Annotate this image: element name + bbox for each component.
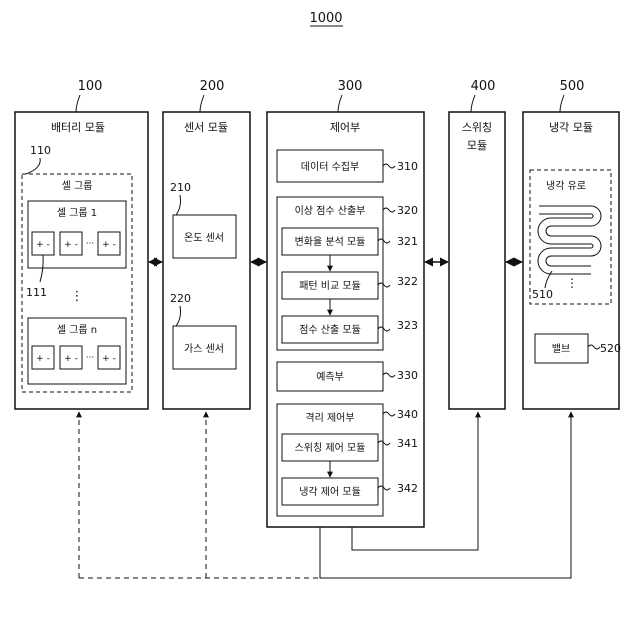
gas-sensor-label: 가스 센서 [184,343,224,355]
cell-terminals: + - [102,240,116,250]
isolation-control-leader [382,411,396,417]
sensor-module-box [162,111,251,410]
cooling-channel-box [529,169,612,305]
cooling-channel-tube [537,205,602,275]
temperature-sensor-box [172,214,237,259]
gas-sensor-ref: 220 [170,292,191,305]
cell-terminals: + - [64,240,78,250]
switching-module-box [448,111,506,410]
score-calc-ref: 323 [397,319,418,332]
cell-groups-ellipsis: ⋮ [71,289,84,304]
cooling-control-leader [377,485,391,491]
anomaly-score-label: 이상 점수 산출부 [295,205,366,217]
isolation-control-box [276,403,384,517]
cell-group-1-title: 셀 그룹 1 [57,207,97,219]
gas-sensor-leader [175,305,181,327]
battery-module-title: 배터리 모듈 [51,121,105,134]
control-to-switching-line [351,411,481,551]
cell [97,231,121,256]
switching-module-title-line2: 모듈 [467,139,487,152]
cell-terminals: + - [102,354,116,364]
switching-control-leader [377,440,391,446]
data-collection-ref: 310 [397,160,418,173]
cooling-channel-ellipsis: ⋮ [566,276,578,290]
control-unit-ref: 300 [338,79,363,94]
pattern-compare-label: 패턴 비교 모듈 [299,280,361,292]
cell-group-1-box [27,200,127,269]
score-calc-box [281,315,379,344]
anomaly-score-box [276,196,384,351]
pattern-compare-leader [377,282,391,288]
switching-control-ref: 341 [397,437,418,450]
sensor-module-title: 센서 모듈 [184,121,228,134]
cell [59,231,83,256]
rate-analysis-leader [377,238,391,244]
isolation-control-label: 격리 제어부 [305,411,354,424]
data-collection-leader [382,163,396,169]
isolation-control-ref: 340 [397,408,418,421]
sensor-module-leader [199,94,205,113]
cooling-control-ref: 342 [397,482,418,495]
cell-ellipsis: ··· [86,239,95,249]
valve-label: 밸브 [552,343,570,355]
sensor-module-ref: 200 [200,79,225,94]
anomaly-score-leader [382,207,396,213]
cooling-control-box [281,477,379,506]
prediction-box [276,361,384,392]
cell-ellipsis: ··· [86,353,95,363]
cell [31,345,55,370]
score-calc-leader [377,326,391,332]
switching-module-ref: 400 [471,79,496,94]
prediction-ref: 330 [397,369,418,382]
gas-sensor-box [172,325,237,370]
cooling-channel-label: 냉각 유로 [546,180,586,192]
cell-groups-ref: 110 [30,144,51,157]
prediction-label: 예측부 [316,371,344,383]
cell-terminals: + - [64,354,78,364]
pattern-compare-ref: 322 [397,275,418,288]
rate-analysis-ref: 321 [397,235,418,248]
cooling-control-label: 냉각 제어 모듈 [299,486,361,498]
cell-ref: 111 [26,286,47,299]
prediction-leader [382,372,396,378]
cell-group-n-box [27,317,127,385]
cooling-channel-leader [544,270,553,289]
figure-number: 1000 [309,11,342,26]
battery-module-box [14,111,149,410]
cooling-module-title: 냉각 모듈 [549,121,593,134]
battery-module-ref: 100 [78,79,103,94]
cell-groups-title: 셀 그룹 [62,180,93,192]
cooling-module-leader [559,94,565,113]
cell-group-n-title: 셀 그룹 n [57,324,97,336]
cell [97,345,121,370]
cell-groups-box [21,173,133,393]
valve-box [534,333,589,364]
temperature-sensor-leader [175,194,181,216]
switching-module-leader [470,94,476,113]
cell-ref-leader [39,254,44,283]
control-to-cooling-line [319,411,574,579]
cell [59,345,83,370]
control-unit-title: 제어부 [330,121,360,134]
temperature-sensor-ref: 210 [170,181,191,194]
cell-groups-leader [25,157,41,175]
cooling-module-box [522,111,620,410]
valve-ref: 520 [600,342,621,355]
rate-analysis-label: 변화율 분석 모듈 [295,236,366,248]
temperature-sensor-label: 온도 센서 [184,232,224,244]
anomaly-score-ref: 320 [397,204,418,217]
battery-module-leader [75,94,81,113]
data-collection-label: 데이터 수집부 [301,161,359,173]
score-calc-label: 점수 산출 모듈 [299,324,361,336]
control-unit-leader [337,94,343,113]
cell-terminals: + - [36,354,50,364]
switching-module-title-line1: 스위칭 [462,121,492,134]
switching-control-label: 스위칭 제어 모듈 [295,441,366,454]
valve-leader [587,344,601,350]
cooling-module-ref: 500 [560,79,585,94]
cooling-channel-ref: 510 [532,288,553,301]
control-unit-box [266,111,425,528]
cell-terminals: + - [36,240,50,250]
